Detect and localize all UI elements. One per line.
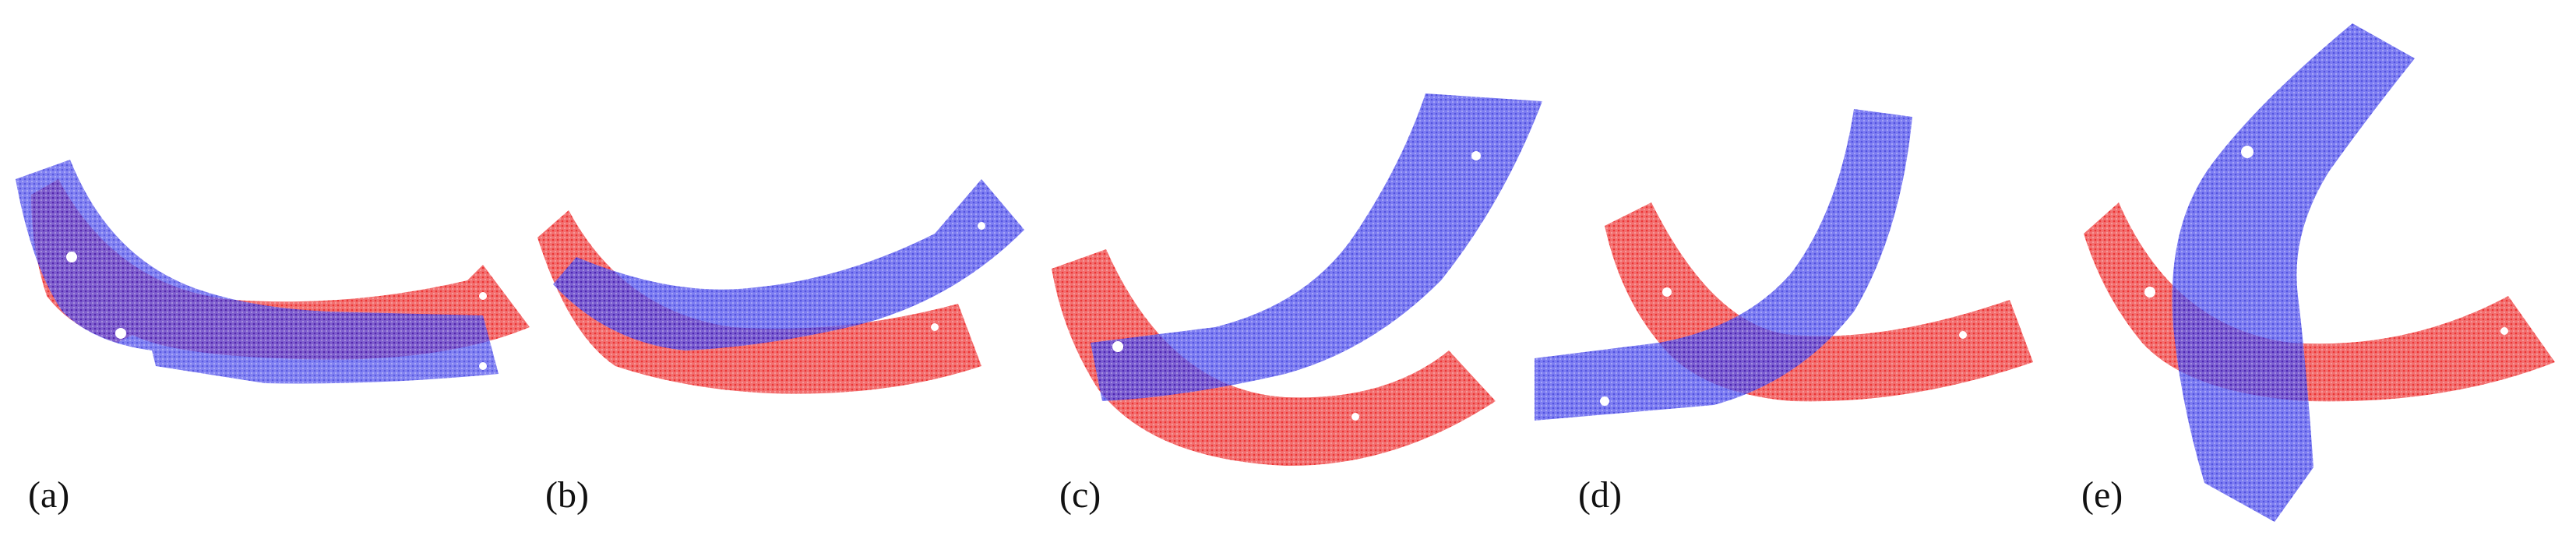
red-point-cloud bbox=[2084, 203, 2555, 402]
panel-label-d: (d) bbox=[1578, 474, 1622, 516]
point-cloud-pair-a bbox=[16, 160, 530, 384]
panel-a: (a) bbox=[0, 0, 530, 553]
point-cloud-pair-d bbox=[1535, 109, 2033, 421]
red-point-cloud bbox=[1052, 249, 1496, 467]
panel-e: (e) bbox=[2056, 0, 2576, 553]
panel-label-c: (c) bbox=[1059, 474, 1101, 516]
panel-label-a: (a) bbox=[28, 474, 70, 516]
blue-point-cloud bbox=[1535, 109, 1912, 421]
blue-point-cloud bbox=[16, 160, 499, 384]
red-point-cloud bbox=[537, 210, 981, 394]
point-cloud-pair-e bbox=[2084, 23, 2555, 522]
panel-label-e: (e) bbox=[2081, 474, 2123, 516]
panel-b: (b) bbox=[514, 0, 1028, 553]
panel-c: (c) bbox=[1028, 0, 1542, 553]
panel-d: (d) bbox=[1535, 0, 2056, 553]
blue-point-cloud bbox=[553, 179, 1024, 350]
blue-point-cloud bbox=[1091, 93, 1542, 401]
panel-label-b: (b) bbox=[545, 474, 589, 516]
point-cloud-pair-b bbox=[537, 179, 1024, 394]
point-cloud-pair-c bbox=[1052, 93, 1542, 467]
blue-point-cloud bbox=[2172, 23, 2415, 522]
